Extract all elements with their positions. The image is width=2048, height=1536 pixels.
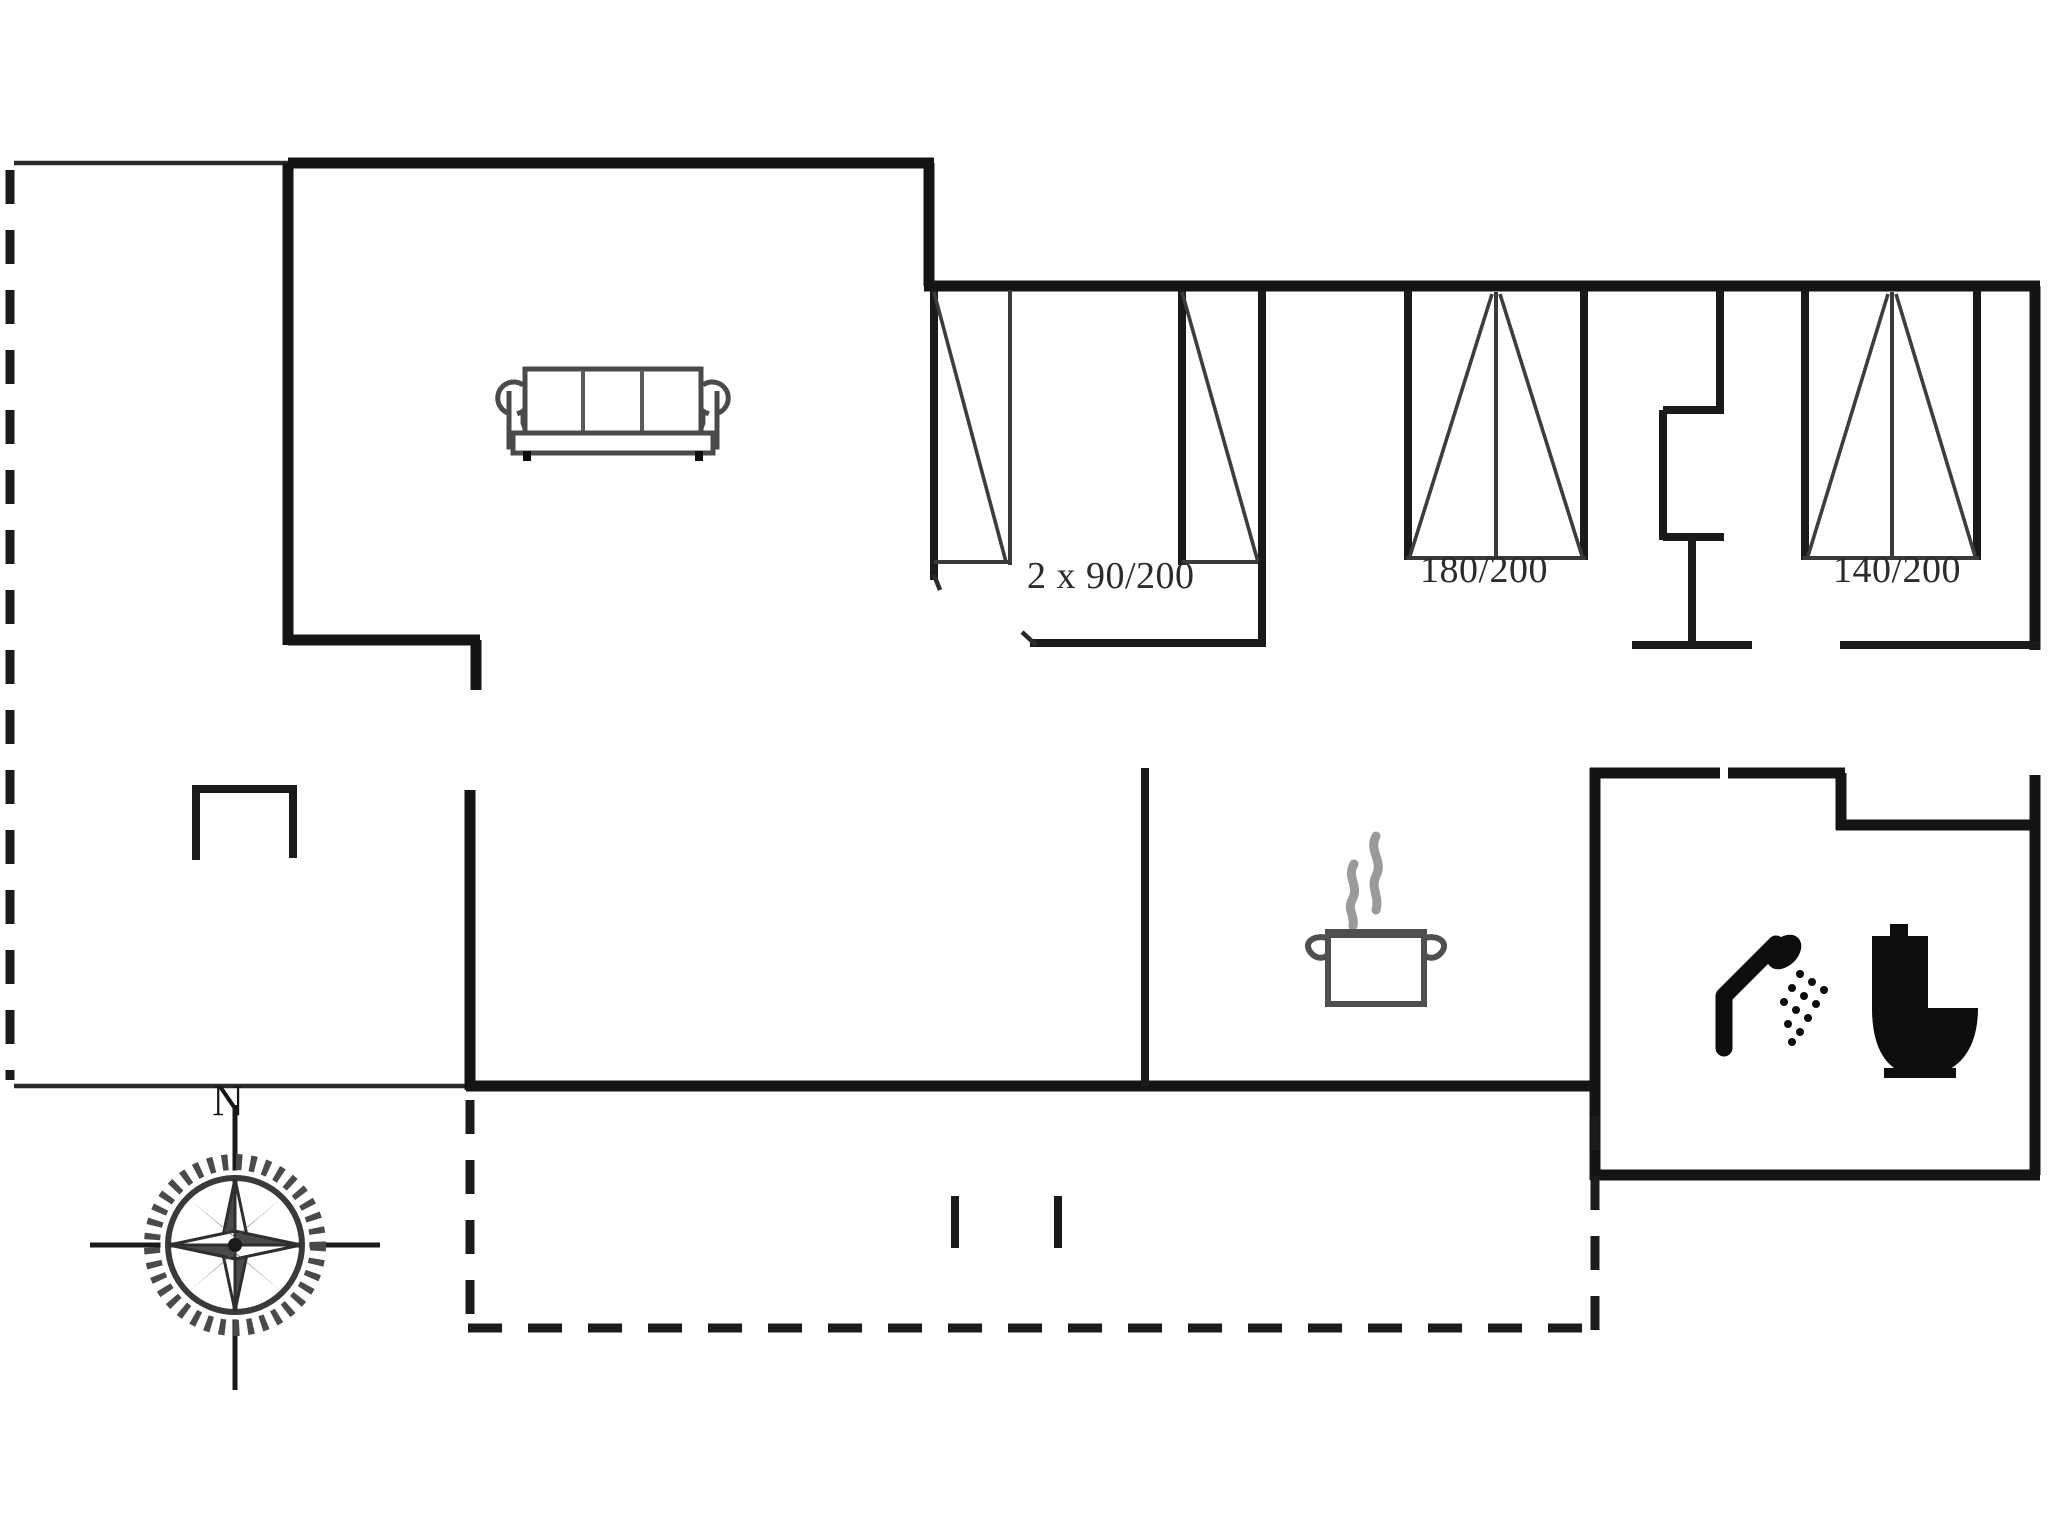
cooking-pot-icon bbox=[1305, 831, 1447, 1007]
compass-ring-inner bbox=[165, 1175, 305, 1315]
sofa-foot-left bbox=[523, 451, 531, 461]
threshold-twin-tick bbox=[1020, 630, 1038, 647]
pot-handle-left bbox=[1305, 934, 1331, 961]
interior-partitions bbox=[192, 767, 2040, 1090]
shower-water-drops bbox=[1780, 970, 1828, 1046]
sofa-seat bbox=[510, 430, 716, 456]
bed-double-180 bbox=[1404, 290, 1588, 560]
compass-north-label: N bbox=[212, 1076, 244, 1125]
compass-rose-icon bbox=[90, 1105, 380, 1390]
compass-minor-points bbox=[188, 1198, 282, 1292]
sofa-foot-right bbox=[695, 451, 703, 461]
shower-arm bbox=[1715, 935, 1785, 1057]
toilet-bowl bbox=[1872, 1008, 1978, 1076]
toilet-icon bbox=[1872, 924, 1978, 1078]
toilet-flush-button bbox=[1890, 924, 1908, 938]
toilet-cistern bbox=[1872, 936, 1928, 1008]
compass-ring-teeth bbox=[144, 1154, 326, 1336]
bed3-duvet-right bbox=[1498, 293, 1584, 557]
bed2-duvet-diagonal bbox=[1180, 291, 1260, 563]
compass-ring-gap bbox=[160, 1170, 310, 1320]
toilet-base bbox=[1884, 1068, 1956, 1078]
shower-icon bbox=[1715, 934, 1828, 1057]
bed4-duvet-right bbox=[1894, 293, 1977, 557]
terrace-boundary bbox=[5, 170, 1600, 1333]
terrace-step-marks bbox=[951, 1196, 1062, 1248]
wardrobe-niche bbox=[1632, 290, 1752, 649]
bed3-duvet-left bbox=[1408, 293, 1494, 557]
bed4-duvet-left bbox=[1806, 293, 1890, 557]
label-bed-double-180: 180/200 bbox=[1420, 549, 1548, 591]
bed1-duvet-diagonal bbox=[932, 291, 1008, 563]
bed-twin-2 bbox=[1178, 290, 1266, 645]
sofa-icon bbox=[495, 366, 731, 461]
sofa-backrest bbox=[522, 366, 704, 436]
bedroom-wing bbox=[930, 290, 2040, 649]
label-bed-double-140: 140/200 bbox=[1833, 549, 1961, 591]
pot-handle-right bbox=[1421, 934, 1447, 961]
shower-head bbox=[1766, 934, 1802, 970]
bed-twin-1 bbox=[932, 290, 1012, 565]
pot-rim bbox=[1326, 930, 1426, 938]
pot-body bbox=[1325, 929, 1427, 1007]
bed-double-140 bbox=[1801, 290, 1981, 560]
label-bed-twin: 2 x 90/200 bbox=[1027, 555, 1195, 597]
bed1-corner-tick bbox=[931, 574, 943, 591]
exterior-walls bbox=[14, 157, 2041, 1181]
steam-wisp-1 bbox=[1369, 831, 1383, 915]
compass-center-hub bbox=[228, 1238, 242, 1252]
steam-wisp-2 bbox=[1345, 859, 1360, 931]
